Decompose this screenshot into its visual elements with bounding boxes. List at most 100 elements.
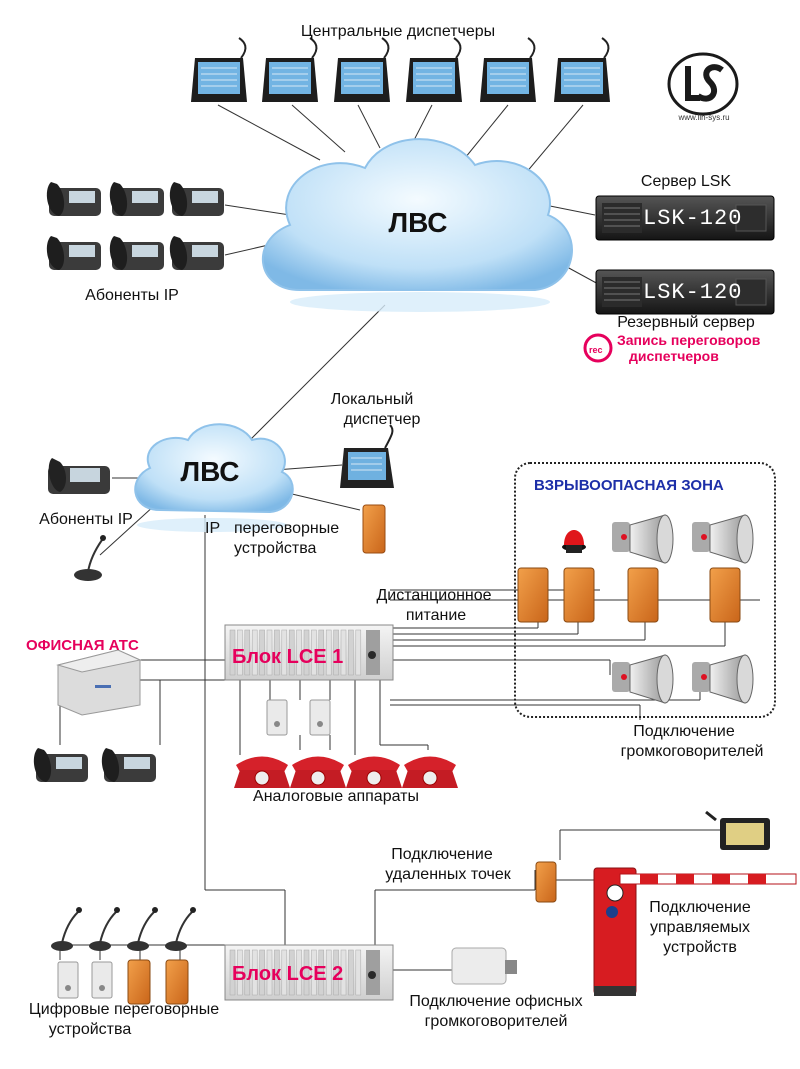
rack-slot xyxy=(281,949,288,996)
main-lan-label: ЛВС xyxy=(388,207,448,238)
dispatcher-monitor xyxy=(554,37,610,102)
hazard-zone-devices xyxy=(517,514,754,704)
rack-slot xyxy=(266,949,273,996)
rack-slot xyxy=(281,629,288,676)
microphone-icon xyxy=(51,907,82,951)
block-lce-2-label: Блок LCE 2 xyxy=(232,963,344,985)
controlled-label-2: управляемых xyxy=(650,919,750,936)
local-ip-phone xyxy=(48,458,110,494)
website-url: www.lin-sys.ru xyxy=(678,113,730,122)
local-dispatcher-label-2: диспетчер xyxy=(343,411,421,428)
rack-slot xyxy=(259,949,265,996)
central-dispatchers-title: Центральные диспетчеры xyxy=(300,23,496,40)
rack-slot xyxy=(274,629,280,676)
office-speakers-label-2: громкоговорителей xyxy=(424,1013,568,1030)
remote-power-label-1: Дистанционное xyxy=(376,587,492,604)
ip-phone-icon xyxy=(169,182,224,216)
remote-points-label-1: Подключение xyxy=(391,846,493,863)
rack-slot xyxy=(311,629,317,676)
rack-slot xyxy=(251,629,258,676)
rack-slot xyxy=(237,949,243,996)
rack-slot xyxy=(348,949,354,996)
rack-slot xyxy=(266,629,273,676)
rack-slot xyxy=(311,949,317,996)
hazard-zone-label: ВЗРЫВООПАСНАЯ ЗОНА xyxy=(534,477,724,494)
rack-slot xyxy=(340,629,347,676)
local-lan-cloud xyxy=(134,423,294,532)
intercom-label-2: устройства xyxy=(234,540,317,557)
ip-marker-label: IP xyxy=(205,520,221,537)
speakers-label-2: громкоговорителей xyxy=(620,743,764,760)
ip-phone-icon xyxy=(46,182,101,216)
rack-slot xyxy=(355,629,362,676)
rack-slot xyxy=(348,629,354,676)
rack-slot xyxy=(288,629,295,676)
rack-slot xyxy=(340,949,347,996)
rack-slot xyxy=(237,629,243,676)
red-phone-icon xyxy=(234,756,290,788)
hazard-zone-border xyxy=(514,462,776,718)
microphone-icon xyxy=(89,907,120,951)
rack-slot xyxy=(251,949,258,996)
ip-phone-icon xyxy=(169,236,224,270)
dispatcher-monitor xyxy=(480,37,536,102)
block-lce-1-label: Блок LCE 1 xyxy=(232,646,344,668)
office-speaker xyxy=(451,947,517,985)
white-intercom-panels xyxy=(266,699,331,736)
red-phone-icon xyxy=(290,756,346,788)
ip-phones-group xyxy=(46,182,224,270)
ip-phone-icon xyxy=(101,748,156,782)
block-lce-1-rack xyxy=(224,624,394,681)
ip-phone-icon xyxy=(109,182,164,216)
office-pbx-device xyxy=(56,649,142,716)
rec-icon xyxy=(583,333,613,363)
remote-points-label-2: удаленных точек xyxy=(385,866,511,883)
digital-microphones xyxy=(51,907,196,951)
rack-slot xyxy=(333,949,339,996)
server-lsk xyxy=(595,195,775,241)
rack-slot xyxy=(296,629,302,676)
rack-slot xyxy=(229,629,236,676)
speakers-label-1: Подключение xyxy=(633,723,735,740)
intercom-label-1: переговорные xyxy=(234,520,340,537)
ip-phone-icon xyxy=(33,748,88,782)
rec-badge-text: rec xyxy=(589,345,603,355)
rack-slot xyxy=(244,629,251,676)
local-lan-label: ЛВС xyxy=(180,456,240,487)
red-phone-icon xyxy=(346,756,402,788)
floodlight-icon xyxy=(705,810,770,850)
barrier-gate xyxy=(593,867,797,996)
recording-label-2: диспетчеров xyxy=(629,348,719,364)
rack-slot xyxy=(274,949,280,996)
ip-subscribers-local-label: Абоненты IP xyxy=(39,511,133,528)
block-lce-2-rack xyxy=(224,944,394,1001)
recording-label-1: Запись переговоров xyxy=(617,332,761,348)
rack-slot xyxy=(318,629,325,676)
controlled-label-1: Подключение xyxy=(649,899,751,916)
gooseneck-microphone xyxy=(74,535,106,581)
controlled-label-3: устройств xyxy=(663,939,737,956)
rack-slot xyxy=(229,949,236,996)
digital-devices-label-2: устройства xyxy=(48,1021,132,1038)
rack-slot xyxy=(325,949,332,996)
digital-devices-label-1: Цифровые переговорные xyxy=(28,1001,220,1018)
dispatcher-monitor xyxy=(191,37,247,102)
local-dispatcher-label-1: Локальный xyxy=(330,391,414,408)
dispatcher-monitor xyxy=(334,37,390,102)
rack-slot xyxy=(333,629,339,676)
rack-slot xyxy=(303,629,310,676)
rack-slot xyxy=(318,949,325,996)
office-speakers-label-1: Подключение офисных xyxy=(409,993,583,1010)
rack-slot xyxy=(244,949,251,996)
remote-power-label-2: питание xyxy=(405,607,467,624)
office-ip-phones xyxy=(33,748,156,782)
central-dispatchers xyxy=(191,37,610,102)
digital-panels xyxy=(57,959,189,1005)
microphone-icon xyxy=(165,907,196,951)
dispatcher-monitor xyxy=(262,37,318,102)
server-lsk-label: Сервер LSK xyxy=(640,173,732,190)
intercom-device-local xyxy=(362,504,386,554)
red-phone-icon xyxy=(402,756,458,788)
rack-slot xyxy=(259,629,265,676)
